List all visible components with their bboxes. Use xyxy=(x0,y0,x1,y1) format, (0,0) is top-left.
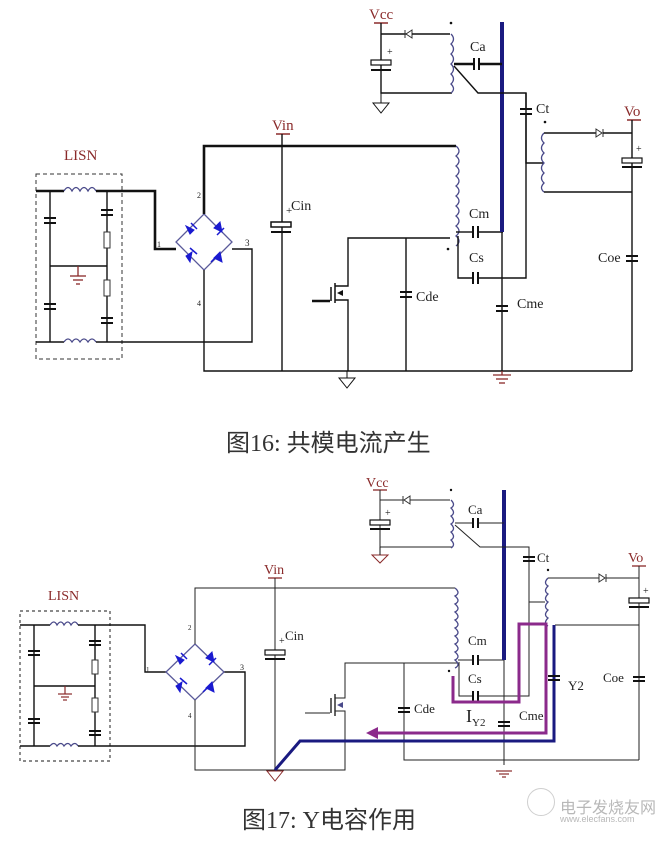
pin-2: 2 xyxy=(197,191,201,200)
vin-label: Vin xyxy=(272,118,294,134)
cde-label: Cde xyxy=(414,701,435,716)
cme-label: Cme xyxy=(519,708,544,723)
svg-text:+: + xyxy=(286,205,292,217)
svg-text:+: + xyxy=(279,636,285,647)
ground-icon xyxy=(265,770,285,782)
cme-label: Cme xyxy=(517,297,543,312)
mosfet-icon xyxy=(312,237,450,371)
watermark-url: www.elecfans.com xyxy=(560,814,635,824)
coe-label: Coe xyxy=(598,251,621,266)
earth-ground-icon xyxy=(58,686,72,701)
cs-label: Cs xyxy=(469,251,484,266)
y2-return-path xyxy=(273,625,556,771)
lisn-label: LISN xyxy=(64,148,98,164)
coe-label: Coe xyxy=(603,670,624,685)
pin-2: 2 xyxy=(188,624,192,632)
cin-label: Cin xyxy=(285,628,304,643)
ca-label: Ca xyxy=(470,40,486,55)
earth-ground-icon xyxy=(70,266,86,285)
svg-text:+: + xyxy=(636,144,642,155)
svg-text:+: + xyxy=(385,508,391,519)
figure-17-caption: 图17: Y电容作用 xyxy=(242,808,416,834)
earth-ground-icon xyxy=(493,371,511,384)
ct-label: Ct xyxy=(537,550,550,565)
figure-16-schematic: LISN 1 2 3 4 Vin + Cin xyxy=(35,7,643,389)
lisn-label: LISN xyxy=(48,589,79,604)
pin-3: 3 xyxy=(240,663,244,672)
mosfet-icon xyxy=(275,662,458,771)
iy2-current-path xyxy=(375,622,548,735)
lisn-box xyxy=(19,610,111,762)
y2-label: Y2 xyxy=(568,678,584,693)
watermark-logo-icon xyxy=(527,788,555,816)
current-arrow-icon xyxy=(366,727,378,739)
svg-text:+: + xyxy=(387,47,393,58)
ca-label: Ca xyxy=(468,502,483,517)
lisn-box xyxy=(35,173,123,360)
watermark-name: 电子发烧友网 xyxy=(560,800,657,817)
pin-3: 3 xyxy=(245,238,250,248)
earth-ground-icon xyxy=(496,770,512,778)
pin-4: 4 xyxy=(197,299,201,308)
cde-label: Cde xyxy=(416,290,439,305)
svg-text:+: + xyxy=(643,586,649,597)
ground-icon xyxy=(337,371,357,389)
bridge-rectifier xyxy=(165,643,225,701)
pin-4: 4 xyxy=(188,712,192,720)
cm-label: Cm xyxy=(468,633,487,648)
vcc-label: Vcc xyxy=(369,7,393,23)
vin-label: Vin xyxy=(264,563,284,578)
ground-icon xyxy=(371,93,391,114)
vcc-label: Vcc xyxy=(366,476,389,491)
pin-1: 1 xyxy=(157,240,161,249)
figure-16-caption: 图16: 共模电流产生 xyxy=(226,431,431,457)
iy2-label: IY2 xyxy=(466,706,485,729)
pin-1: 1 xyxy=(146,666,150,674)
ct-label: Ct xyxy=(536,102,549,117)
vo-label: Vo xyxy=(628,551,643,566)
cs-label: Cs xyxy=(468,671,482,686)
ground-icon xyxy=(370,547,390,564)
vo-label: Vo xyxy=(624,104,640,120)
cin-label: Cin xyxy=(291,199,311,214)
cm-label: Cm xyxy=(469,207,489,222)
